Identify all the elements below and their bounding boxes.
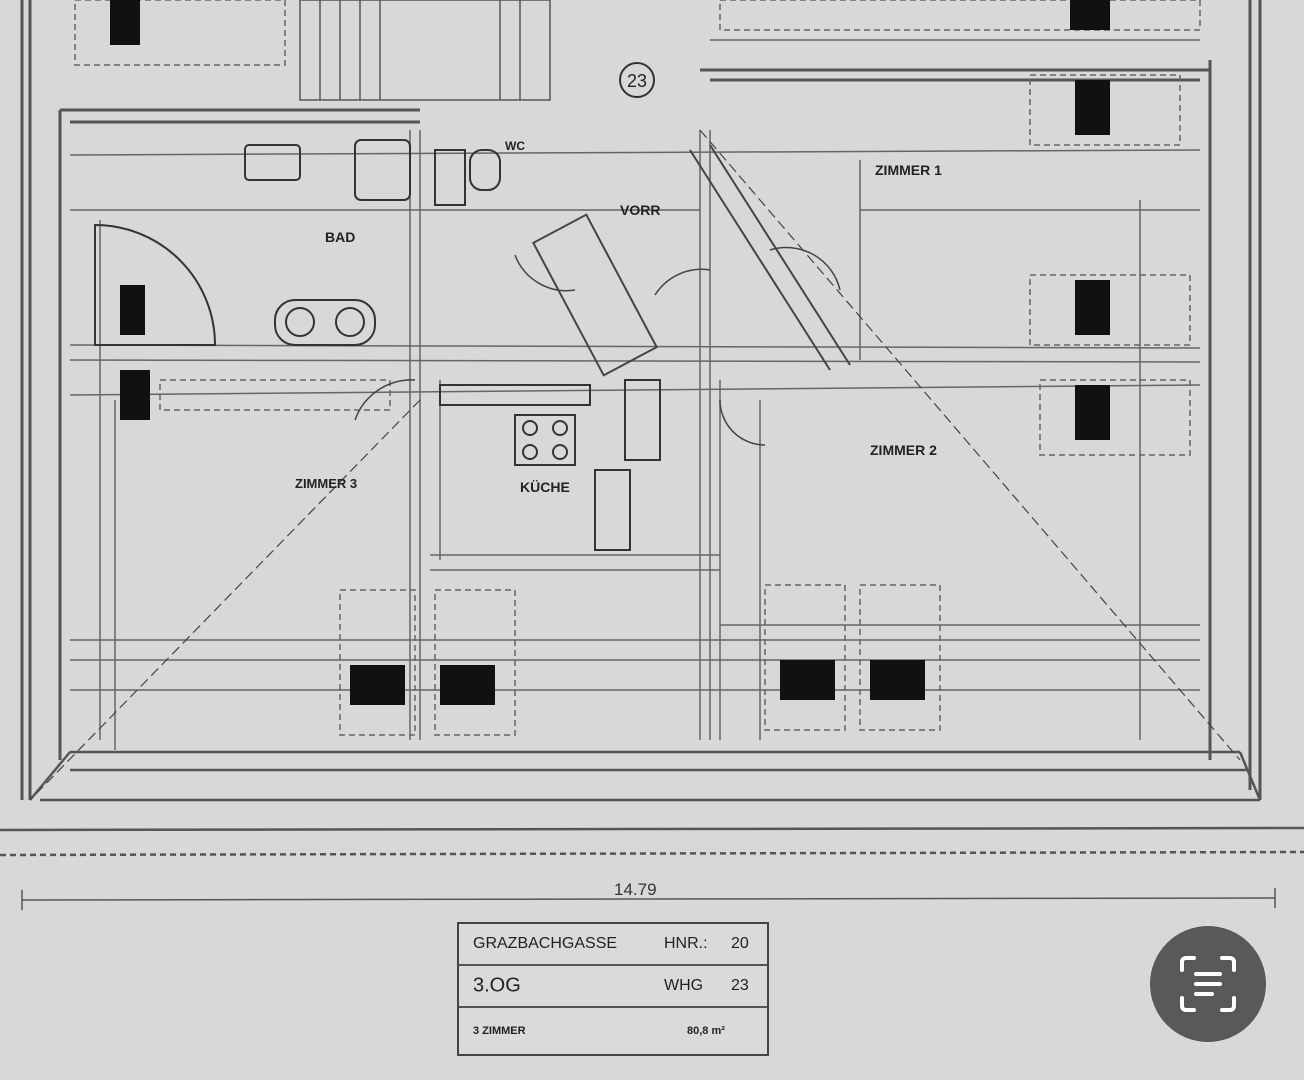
title-block-row-floor: 3.OG WHG 23 [459,966,767,1008]
street-name: GRAZBACHGASSE [473,935,618,952]
room-label-zimmer2: ZIMMER 2 [870,442,937,458]
floor-level: 3.OG [473,974,521,997]
overall-dimension-line [21,888,1276,910]
room-label-vorr: VORR [620,202,660,218]
furniture-outlines [74,0,1201,736]
title-block-row-street: GRAZBACHGASSE HNR.: 20 [459,924,767,966]
terrace [0,750,1304,857]
hnr-label: HNR.: [664,935,708,952]
room-label-zimmer3: ZIMMER 3 [295,476,357,491]
whg-value: 23 [731,977,749,994]
outer-walls [20,0,1262,800]
document-scan-icon [1180,956,1236,1012]
furniture-blocks [110,0,1110,705]
apartment-area: 80,8 m² [687,1025,725,1037]
room-label-zimmer1: ZIMMER 1 [875,162,942,178]
dimension-lines [69,39,1201,750]
room-label-wc: WC [505,139,525,153]
whg-label: WHG [664,977,704,994]
overall-dimension-label: 14.79 [614,880,657,899]
kitchen-fixtures [439,379,661,551]
door-swings [354,246,841,446]
hnr-value: 20 [731,935,749,952]
diagonal-lines [29,129,1241,801]
bathroom-fixtures [94,139,501,346]
room-label-bad: BAD [325,229,355,245]
title-block-row-type: 3 ZIMMER 80,8 m² [459,1008,767,1054]
room-label-kueche: KÜCHE [520,479,570,495]
apartment-number: 23 [627,71,647,91]
document-scan-button[interactable] [1150,926,1266,1042]
staircase [299,0,551,101]
apartment-type: 3 ZIMMER [473,1025,526,1037]
stair-ramp [531,144,851,377]
apartment-number-marker [619,62,655,98]
title-block: GRAZBACHGASSE HNR.: 20 3.OG WHG 23 3 ZIM… [457,922,769,1056]
